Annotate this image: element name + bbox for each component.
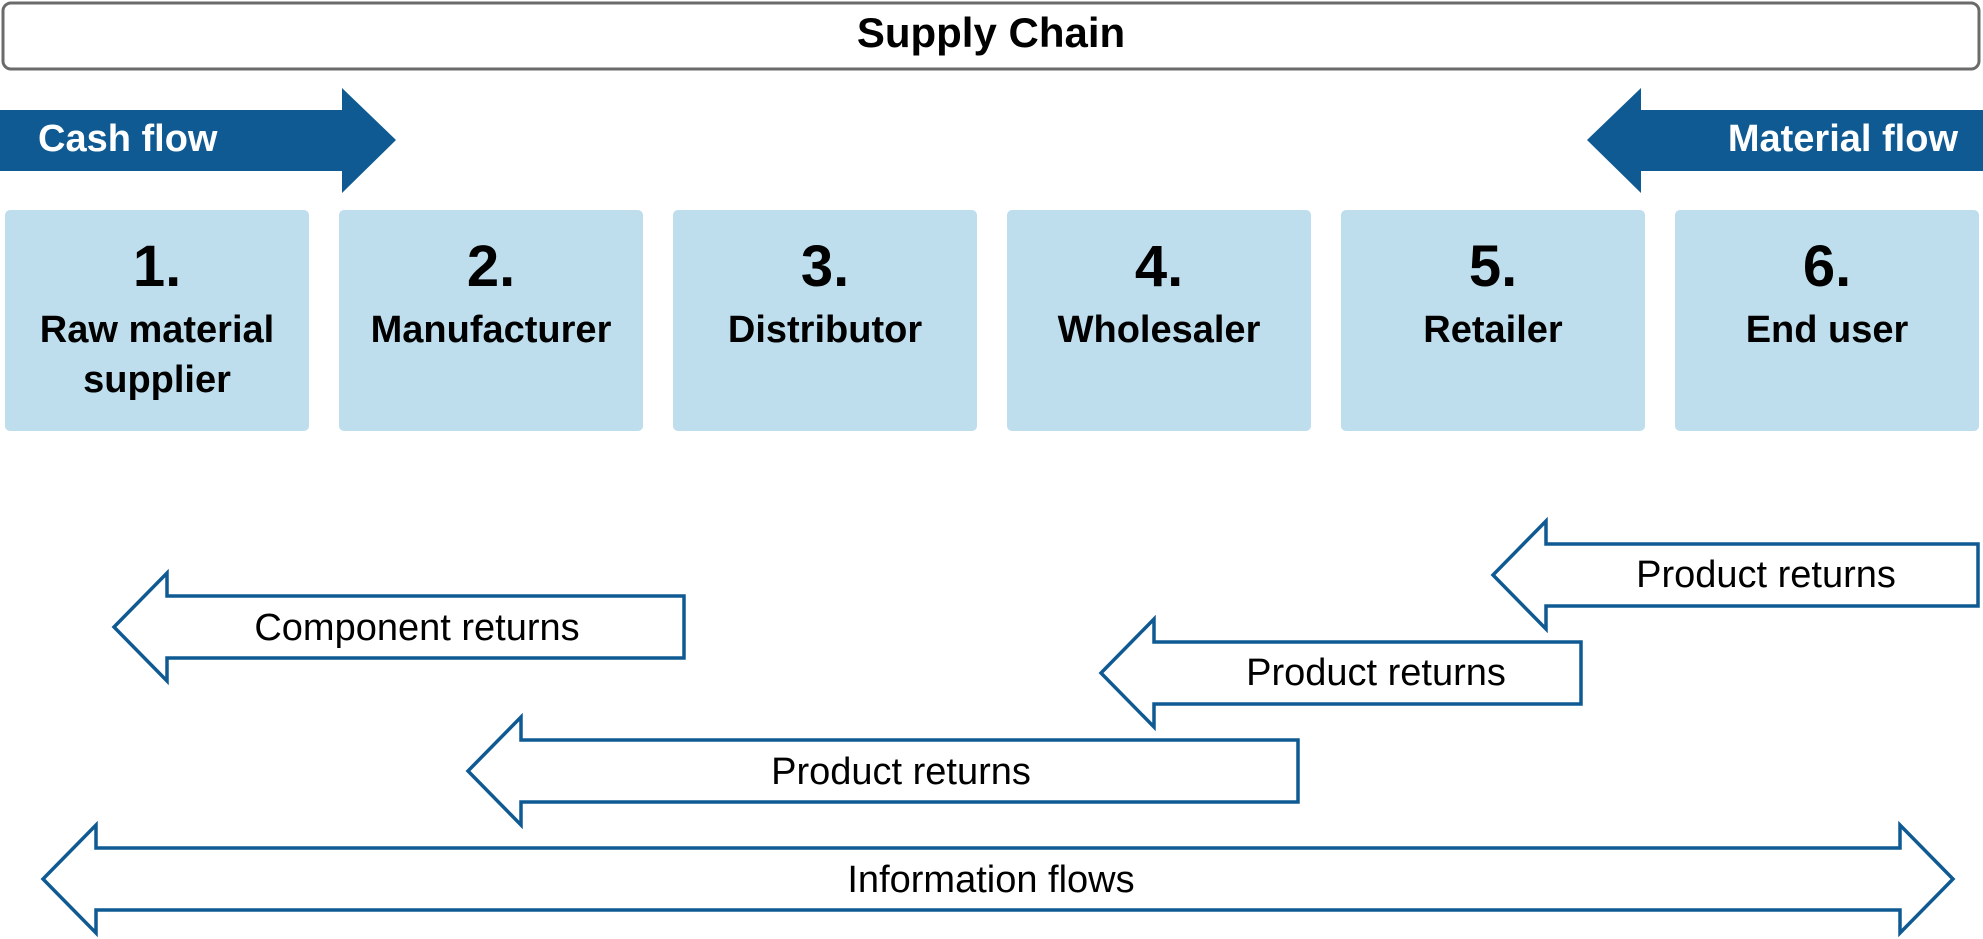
stage-number: 6.	[1803, 234, 1851, 299]
stage-label-line2: supplier	[83, 359, 231, 401]
return-arrow-wholesaler: Product returns	[465, 712, 1300, 830]
stage-number: 2.	[467, 234, 515, 299]
return-arrow-label: Product returns	[771, 751, 1031, 793]
outline-left-arrow	[1098, 614, 1583, 732]
diagram-title: Supply Chain	[857, 9, 1125, 56]
information-flows-arrow: Information flows	[40, 820, 1956, 938]
information-flows-label: Information flows	[847, 859, 1134, 901]
stage-number: 3.	[801, 234, 849, 299]
return-arrow-label: Component returns	[254, 607, 579, 649]
stage-1: 1. Raw material supplier	[5, 210, 309, 431]
outline-left-arrow	[111, 568, 686, 686]
material-flow-arrow	[1587, 88, 1983, 193]
stage-box	[1675, 210, 1979, 431]
outline-left-arrow	[1490, 516, 1980, 634]
stage-box	[5, 210, 309, 431]
stage-5: 5. Retailer	[1341, 210, 1645, 431]
stage-4: 4. Wholesaler	[1007, 210, 1311, 431]
stage-box	[673, 210, 977, 431]
stage-label: End user	[1746, 309, 1909, 351]
outline-left-arrow	[465, 712, 1300, 830]
stage-box	[339, 210, 643, 431]
title-box	[1, 1, 1981, 71]
material-flow-label: Material flow	[1728, 118, 1959, 160]
stage-box	[1007, 210, 1311, 431]
outline-double-arrow	[40, 820, 1956, 938]
cash-flow-label: Cash flow	[38, 118, 218, 160]
stage-3: 3. Distributor	[673, 210, 977, 431]
stage-6: 6. End user	[1675, 210, 1979, 431]
stage-label: Raw material	[40, 309, 274, 351]
return-arrow-end-user: Product returns	[1490, 516, 1980, 634]
return-arrow-retailer: Product returns	[1098, 614, 1583, 732]
return-arrow-component: Component returns	[111, 568, 686, 686]
stage-number: 1.	[133, 234, 181, 299]
return-arrow-label: Product returns	[1636, 554, 1896, 596]
stage-2: 2. Manufacturer	[339, 210, 643, 431]
stage-label: Retailer	[1423, 309, 1563, 351]
stage-label: Distributor	[728, 309, 922, 351]
stage-label: Manufacturer	[371, 309, 612, 351]
stage-label: Wholesaler	[1058, 309, 1261, 351]
stage-number: 5.	[1469, 234, 1517, 299]
stage-number: 4.	[1135, 234, 1183, 299]
cash-flow-arrow	[0, 88, 396, 193]
return-arrow-label: Product returns	[1246, 652, 1506, 694]
stage-box	[1341, 210, 1645, 431]
